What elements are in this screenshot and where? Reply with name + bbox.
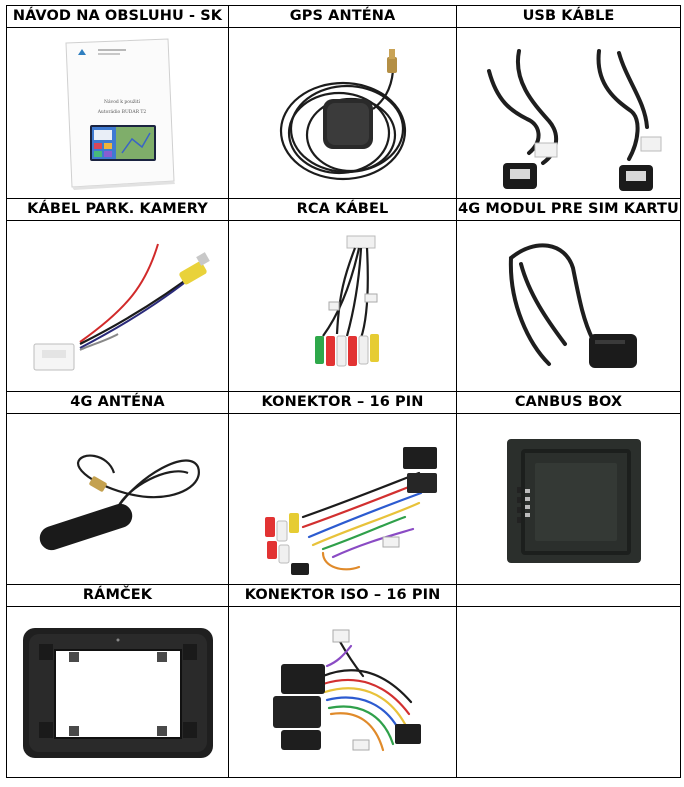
empty-cell <box>456 606 681 778</box>
brand-logo-icon <box>77 48 86 55</box>
header-empty <box>456 584 681 607</box>
frame-cell <box>6 606 229 778</box>
header-usb-cables: USB KÁBLE <box>456 5 681 28</box>
parking-camera-cable-image <box>33 243 210 370</box>
image-row-4 <box>6 606 681 778</box>
header-row-3: 4G ANTÉNA KONEKTOR – 16 PIN CANBUS BOX <box>6 391 681 414</box>
image-row-2 <box>6 220 681 392</box>
connector-16pin-cell <box>228 413 457 585</box>
manual-subtitle: Autorádio BUDAR T2 <box>96 108 146 115</box>
canbus-box-image <box>506 438 641 563</box>
canbus-box-cell <box>456 413 681 585</box>
header-row-2: KÁBEL PARK. KAMERY RCA KÁBEL 4G MODUL PR… <box>6 198 681 221</box>
header-frame: RÁMČEK <box>6 584 229 607</box>
header-connector-16pin: KONEKTOR – 16 PIN <box>228 391 457 414</box>
manual-title: Návod k použití <box>104 98 140 105</box>
header-rca-cable: RCA KÁBEL <box>228 198 457 221</box>
4g-antenna-cell <box>6 413 229 585</box>
manual-cell: Návod k použití Autorádio BUDAR T2 <box>6 27 229 199</box>
connector-16pin-image <box>264 446 437 575</box>
iso-connector-16pin-cell <box>228 606 457 778</box>
header-4g-sim-module: 4G MODUL PRE SIM KARTU <box>456 198 681 221</box>
header-row-4: RÁMČEK KONEKTOR ISO – 16 PIN <box>6 584 681 607</box>
header-parking-camera-cable: KÁBEL PARK. KAMERY <box>6 198 229 221</box>
rca-cable-cell <box>228 220 457 392</box>
image-row-1: Návod k použití Autorádio BUDAR T2 <box>6 27 681 199</box>
frame-image <box>22 627 213 758</box>
accessories-table: NÁVOD NA OBSLUHU - SK GPS ANTÉNA USB KÁB… <box>6 5 681 778</box>
rca-cable-image <box>314 235 379 366</box>
iso-connector-16pin-image <box>272 629 421 751</box>
gps-antenna-cell <box>228 27 457 199</box>
header-canbus-box: CANBUS BOX <box>456 391 681 414</box>
gps-antenna-image <box>279 48 406 180</box>
4g-sim-module-image <box>508 242 637 368</box>
header-row-1: NÁVOD NA OBSLUHU - SK GPS ANTÉNA USB KÁB… <box>6 5 681 28</box>
header-manual: NÁVOD NA OBSLUHU - SK <box>6 5 229 28</box>
manual-image: Návod k použití Autorádio BUDAR T2 <box>64 37 175 190</box>
header-gps-antenna: GPS ANTÉNA <box>228 5 457 28</box>
usb-cables-cell <box>456 27 681 199</box>
image-row-3 <box>6 413 681 585</box>
usb-cables-image <box>486 48 661 191</box>
4g-sim-module-cell <box>456 220 681 392</box>
parking-camera-cable-cell <box>6 220 229 392</box>
header-iso-connector-16pin: KONEKTOR ISO – 16 PIN <box>228 584 457 607</box>
4g-antenna-image <box>39 454 200 550</box>
header-4g-antenna: 4G ANTÉNA <box>6 391 229 414</box>
